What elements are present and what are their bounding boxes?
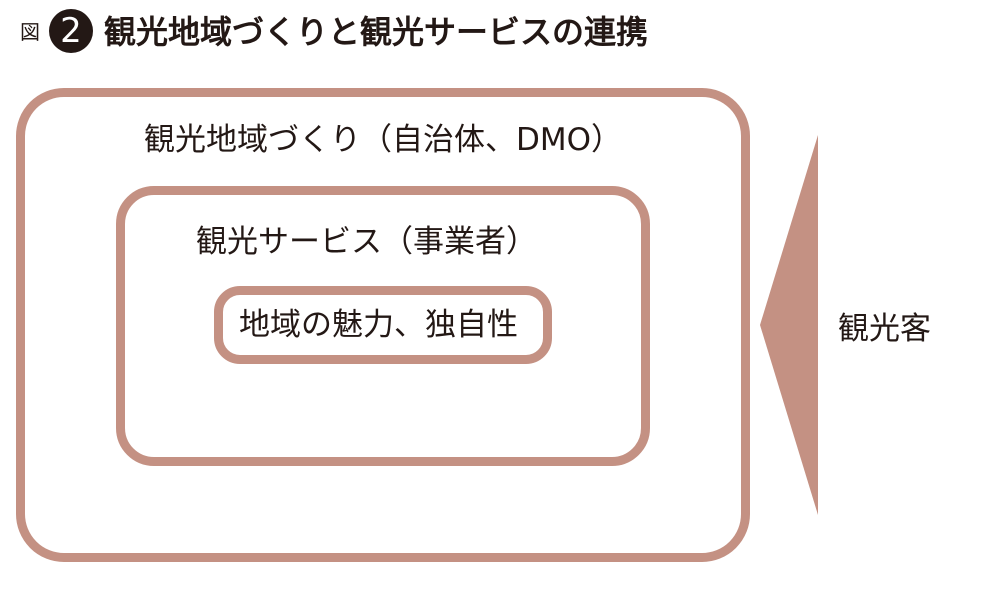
figure-title: 観光地域づくりと観光サービスの連携 [104, 13, 649, 51]
arrow-triangle [760, 135, 818, 515]
outer-box-label: 観光地域づくり（自治体、DMO） [144, 122, 623, 158]
visitor-label: 観光客 [838, 311, 931, 347]
visitor-arrow-icon [760, 135, 818, 515]
inner-box-regional-appeal [214, 286, 552, 364]
figure-label: 図 [20, 20, 40, 44]
figure-number-badge: 2 [49, 9, 93, 53]
inner-box-label: 地域の魅力、独自性 [239, 307, 518, 343]
middle-box-label: 観光サービス（事業者） [196, 224, 537, 260]
